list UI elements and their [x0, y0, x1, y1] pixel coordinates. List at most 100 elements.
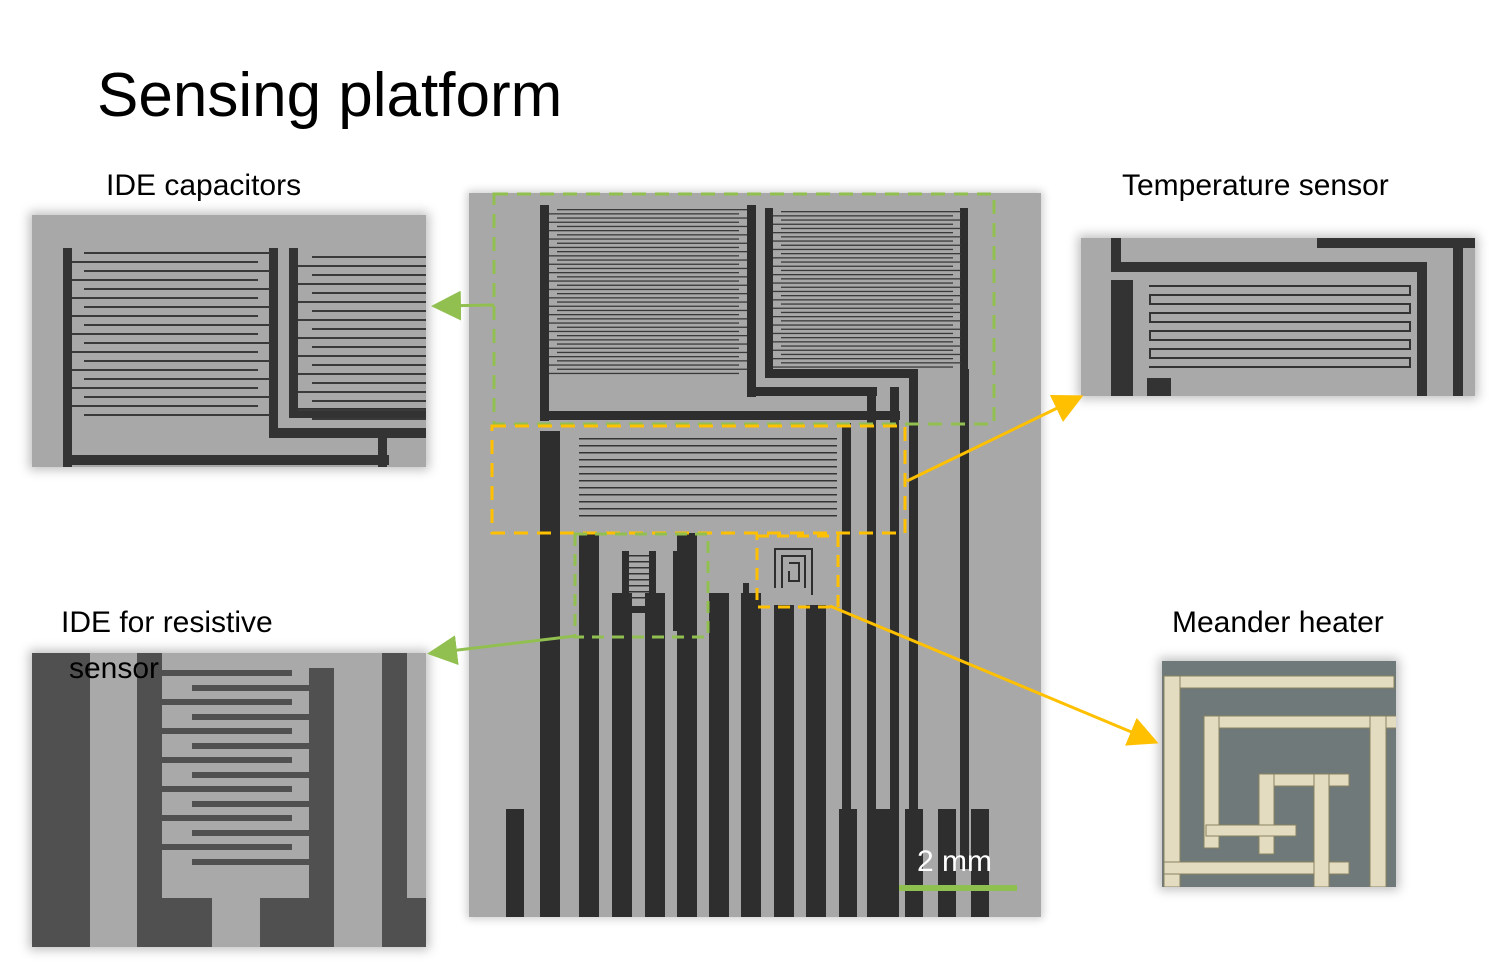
electrode-trace — [549, 263, 739, 265]
electrode-trace — [557, 326, 747, 328]
electrode-trace — [192, 743, 309, 749]
electrode-trace — [773, 299, 953, 301]
electrode-trace — [773, 324, 953, 326]
electrode-trace — [773, 265, 953, 267]
electrode-trace — [1149, 330, 1411, 332]
electrode-trace — [312, 292, 426, 294]
electrode-trace — [72, 297, 258, 299]
electrode-trace — [312, 382, 426, 384]
electrode-trace — [192, 714, 309, 720]
electrode-trace — [629, 591, 649, 593]
electrode-trace — [298, 355, 426, 357]
electrode-trace — [579, 508, 837, 510]
electrode-trace — [629, 597, 649, 599]
electrode-trace — [162, 757, 292, 763]
electrode-trace — [72, 279, 258, 281]
electrode-trace — [781, 261, 961, 263]
electrode-trace — [312, 328, 426, 330]
electrode-trace — [579, 501, 837, 503]
electrode-trace — [773, 290, 953, 293]
electrode-trace — [549, 280, 739, 282]
electrode-trace — [312, 346, 426, 348]
electrode-trace — [557, 309, 747, 312]
electrode-trace — [781, 320, 961, 322]
electrode-trace — [773, 282, 953, 284]
electrode-trace — [1149, 348, 1411, 350]
electrode-trace — [1149, 357, 1411, 359]
electrode-trace — [557, 276, 747, 278]
electrode-trace — [781, 253, 961, 255]
electrode-trace — [192, 772, 309, 778]
electrode-trace — [84, 360, 270, 362]
electrode-trace — [549, 347, 739, 349]
electrode-trace — [557, 335, 747, 337]
electrode-trace — [579, 494, 837, 496]
electrode-trace — [557, 217, 747, 219]
electrode-trace — [579, 466, 837, 468]
electrode-trace — [192, 859, 309, 865]
electrode-trace — [773, 366, 953, 368]
electrode-trace — [549, 372, 739, 375]
electrode-trace — [162, 815, 292, 821]
electrode-trace — [298, 373, 426, 375]
electrode-trace — [629, 573, 649, 575]
electrode-trace — [629, 567, 649, 569]
meander-heater-image — [1162, 661, 1396, 887]
electrode-trace — [579, 487, 837, 489]
electrode-trace — [781, 362, 961, 364]
temperature-sensor-label: Temperature sensor — [1122, 169, 1389, 202]
electrode-trace — [84, 342, 270, 344]
electrode-trace — [549, 330, 739, 333]
electrode-trace — [781, 328, 961, 330]
electrode-trace — [1149, 312, 1411, 314]
electrode-trace — [773, 358, 953, 360]
electrode-trace — [773, 215, 953, 217]
slide-title: Sensing platform — [97, 61, 563, 130]
electrode-trace — [549, 230, 739, 232]
electrode-trace — [773, 341, 953, 343]
ide-resistive-label-line1: IDE for resistive — [61, 606, 273, 639]
electrode-trace — [557, 301, 747, 303]
electrode-trace — [579, 459, 837, 461]
electrode-trace — [557, 318, 747, 320]
electrode-trace — [72, 315, 258, 317]
electrode-trace — [298, 301, 426, 303]
electrode-trace — [192, 801, 309, 807]
electrode-trace — [298, 409, 426, 411]
electrode-trace — [549, 213, 739, 215]
electrode-trace — [1149, 339, 1411, 341]
electrode-trace — [162, 728, 292, 734]
electrode-trace — [781, 353, 961, 356]
ide-resistive-image — [32, 653, 426, 947]
electrode-trace — [549, 246, 739, 249]
electrode-trace — [557, 293, 747, 295]
electrode-trace — [84, 288, 270, 290]
electrode-trace — [162, 670, 292, 676]
electrode-trace — [549, 297, 739, 299]
electrode-trace — [1149, 330, 1151, 341]
electrode-trace — [557, 242, 747, 244]
electrode-trace — [557, 259, 747, 261]
electrode-trace — [557, 343, 747, 345]
electrode-trace — [312, 400, 426, 402]
ide-resistive-label-line2: sensor — [69, 652, 160, 685]
electrode-trace — [773, 307, 953, 309]
electrode-trace — [557, 368, 747, 370]
electrode-trace — [781, 345, 961, 347]
electrode-trace — [781, 286, 961, 288]
electrode-trace — [162, 699, 292, 705]
electrode-trace — [579, 438, 837, 440]
electrode-trace — [1149, 321, 1411, 323]
electrode-trace — [549, 221, 739, 223]
temperature-sensor-image — [1081, 238, 1475, 396]
electrode-trace — [298, 319, 426, 321]
electrode-trace — [629, 561, 649, 563]
electrode-trace — [557, 360, 747, 362]
electrode-trace — [549, 272, 739, 274]
electrode-trace — [72, 333, 258, 335]
electrode-trace — [1149, 303, 1411, 305]
electrode-trace — [312, 418, 426, 420]
electrode-trace — [557, 351, 747, 354]
electrode-trace — [312, 274, 426, 276]
scale-bar — [899, 885, 1017, 891]
